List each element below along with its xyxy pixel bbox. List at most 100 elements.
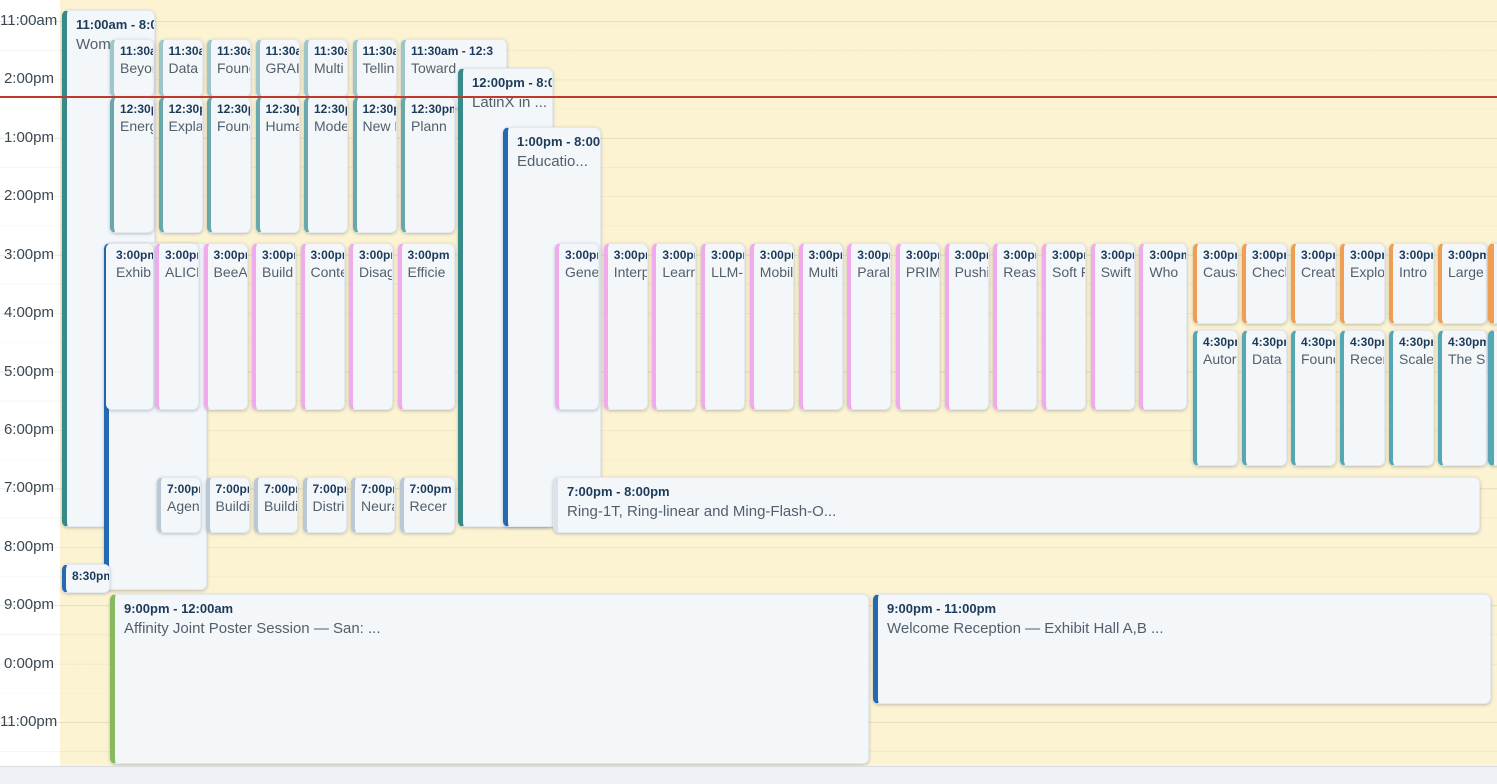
event-time: 3:00pm — [213, 248, 247, 262]
event-time: 9:00pm - 11:00pm — [887, 601, 997, 616]
event-time: 9:00pm - 12:00am — [124, 601, 234, 616]
event-tile[interactable]: 3:00pmIntro — [1389, 243, 1434, 324]
event-tile[interactable]: 3:00pmALICE — [155, 243, 199, 410]
event-time: 11:00am - 8:0 — [76, 17, 155, 32]
event-time: 3:00pm — [1252, 248, 1286, 262]
event-tile[interactable]: 4:30pmRecer — [1340, 330, 1385, 466]
time-label: 11:00pm — [0, 713, 58, 731]
event-title: Affinity Joint Poster Session — San: ... — [124, 620, 381, 637]
event-time: 3:00pm — [613, 248, 647, 262]
event-tile[interactable]: 7:00pmBuildi — [254, 477, 298, 533]
event-time: 3:00pm — [808, 248, 842, 262]
event-tile[interactable]: 3:00pmInterp — [603, 243, 648, 410]
event-tile[interactable]: 7:00pmDistri — [302, 477, 347, 533]
event-time: 4:30pm — [1203, 335, 1237, 349]
event-title: Found — [217, 60, 250, 76]
event-title: Mobil — [759, 264, 794, 280]
event-tile[interactable]: 3:00pmMobil — [749, 243, 794, 410]
horizontal-scrollbar[interactable] — [0, 766, 1497, 784]
event-time: 12:30pm — [265, 102, 299, 116]
event-cut-right[interactable] — [1488, 243, 1497, 324]
event-830[interactable]: 8:30pm — [62, 564, 110, 593]
event-title: Causa — [1203, 264, 1237, 280]
event-tile[interactable]: 3:00pmParall — [847, 243, 892, 410]
event-tile[interactable]: 12:30pmEnerg — [110, 97, 154, 233]
event-tile[interactable]: 3:00pmGener — [555, 243, 599, 410]
event-title: Reaso — [1003, 264, 1036, 280]
event-title: Energ — [120, 118, 154, 134]
event-tile[interactable]: 11:30amBeyor — [110, 39, 154, 97]
event-tile[interactable]: 12:30pmFound — [207, 97, 251, 233]
event-tile[interactable]: 3:00pmReaso — [993, 243, 1038, 410]
event-title: Huma — [265, 118, 300, 134]
event-tile[interactable]: 11:30amGRAID — [255, 39, 300, 97]
event-title: Expla — [168, 118, 203, 134]
event-title: New F — [362, 118, 396, 134]
event-title: Mode — [314, 118, 348, 134]
event-title: Intro — [1399, 264, 1428, 280]
event-title: Educatio... — [517, 153, 588, 170]
event-tile[interactable]: 3:00pmMulti — [798, 243, 843, 410]
event-title: Conte — [310, 264, 345, 280]
event-tile[interactable]: 3:00pmPushi — [944, 243, 989, 410]
event-tile[interactable]: 3:00pmSwift — [1090, 243, 1135, 410]
event-tile[interactable]: 4:30pmAutor — [1193, 330, 1238, 466]
event-title: PRIME — [905, 264, 940, 280]
event-tile[interactable]: 3:00pmSoft F — [1042, 243, 1086, 410]
event-tile[interactable]: 3:00pmConte — [300, 243, 345, 410]
event-tile[interactable]: 11:30amTellin — [352, 39, 397, 97]
event-time: 3:00pm — [1149, 248, 1188, 262]
event-time: 3:00pm — [857, 248, 890, 262]
event-time: 11:30am — [265, 44, 299, 58]
event-time: 7:00pm — [409, 482, 452, 496]
event-tile[interactable]: 4:30pmFound — [1291, 330, 1336, 466]
event-tile[interactable]: 7:00pmAgent — [157, 477, 201, 533]
event-time: 3:00pm — [1052, 248, 1085, 262]
event-tile[interactable]: 3:00pmLLM-F — [701, 243, 746, 410]
time-label: 8:00pm — [3, 537, 54, 555]
event-tile[interactable]: 11:30amFound — [207, 39, 251, 97]
event-tile[interactable]: 12:30pmHuma — [255, 97, 300, 233]
event-tile[interactable]: 12:30pmNew F — [352, 97, 397, 233]
event-title: Efficie — [407, 264, 446, 280]
event-time: 12:00pm - 8:0 — [472, 75, 553, 90]
event-tile[interactable]: 11:30amData S — [158, 39, 203, 97]
event-tile[interactable]: 4:30pmScale — [1389, 330, 1434, 466]
event-tile[interactable]: 3:00pmPRIME — [895, 243, 940, 410]
event-tile[interactable]: 11:30amMulti — [304, 39, 348, 97]
event-tile[interactable]: 7:00pmNeura — [351, 477, 395, 533]
event-cut-right[interactable] — [1488, 330, 1497, 466]
event-tile[interactable]: 3:00pmBuild — [252, 243, 296, 410]
event-title: ALICE — [165, 264, 198, 280]
event-tile[interactable]: 3:00pmCausa — [1193, 243, 1238, 324]
event-tile[interactable]: 4:30pmData — [1242, 330, 1287, 466]
event-tile[interactable]: 12:30pmMode — [304, 97, 348, 233]
time-label: 0:00pm — [3, 654, 54, 672]
time-label: 11:00am — [0, 12, 58, 29]
event-tile[interactable]: 3:00pmCreat — [1291, 243, 1336, 324]
event-title: Buildi — [215, 498, 250, 514]
event-tile[interactable]: 12:30pmExpla — [158, 97, 203, 233]
event-title: Buildi — [264, 498, 298, 514]
event-tile[interactable]: 3:00pmExplo — [1340, 243, 1385, 324]
event-tile[interactable]: 7:00pmBuildi — [205, 477, 250, 533]
event-title: Distri — [312, 498, 345, 514]
event-tile[interactable]: 3:00pmDisag — [349, 243, 393, 410]
event-title: LLM-F — [711, 264, 744, 280]
event-tile[interactable]: 3:00pmLearn — [652, 243, 697, 410]
event-tile[interactable]: 3:00pmCheck — [1242, 243, 1287, 324]
event-time: 12:30pm — [411, 102, 455, 116]
event-tile[interactable]: 3:00pmBeeAI — [203, 243, 248, 410]
